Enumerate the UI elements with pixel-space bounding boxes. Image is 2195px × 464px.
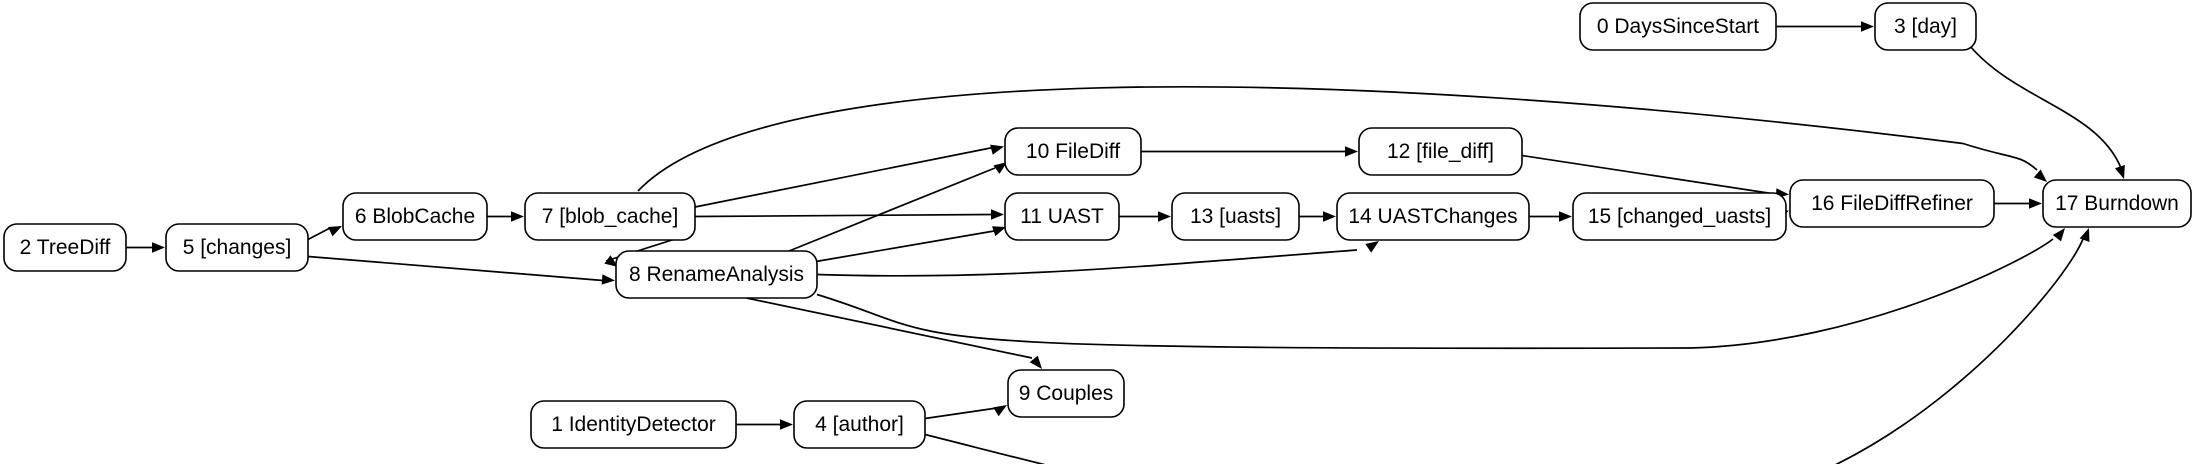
- graph-node-n17[interactable]: 17 Burndown: [2042, 179, 2192, 228]
- graph-node-n12[interactable]: 12 [file_diff]: [1358, 127, 1523, 176]
- node-label: 15 [changed_uasts]: [1588, 205, 1771, 228]
- graph-edge-e-12-16: [1521, 154, 1779, 196]
- graph-node-n0[interactable]: 0 DaysSinceStart: [1579, 2, 1777, 51]
- node-shape: [1874, 2, 1977, 51]
- graph-edge-e-7-17: [637, 85, 2038, 192]
- node-shape: [615, 250, 818, 299]
- graph-edge-e-8-9: [746, 297, 1033, 359]
- arrowhead-e-6-7: [511, 211, 524, 222]
- node-label: 8 RenameAnalysis: [629, 263, 804, 286]
- node-label: 11 UAST: [1020, 205, 1104, 228]
- graph-edge-e-3-17: [1969, 45, 2122, 169]
- node-shape: [793, 400, 926, 449]
- graph-node-n14[interactable]: 14 UASTChanges: [1336, 192, 1530, 241]
- node-shape: [1572, 192, 1787, 241]
- arrowhead-e-7-8: [604, 255, 618, 267]
- arrowhead-e-0-3: [1861, 21, 1874, 32]
- arrowhead-e-7-10: [990, 144, 1004, 155]
- node-shape: [1789, 179, 1995, 228]
- node-label: 0 DaysSinceStart: [1597, 15, 1759, 38]
- graph-edge-e-7-11: [694, 213, 993, 218]
- graph-node-n2[interactable]: 2 TreeDiff: [3, 223, 127, 272]
- node-shape: [165, 223, 309, 272]
- node-shape: [1579, 2, 1777, 51]
- arrowhead-e-4-17: [2079, 228, 2090, 242]
- arrowhead-e-11-13: [1158, 211, 1171, 222]
- graph-node-n9[interactable]: 9 Couples: [1007, 369, 1125, 418]
- nodes-layer: 0 DaysSinceStart 3 [day] 10 FileDiff 12 [fi…: [3, 2, 2192, 449]
- arrowhead-e-8-14: [1365, 241, 1379, 253]
- graph-node-n11[interactable]: 11 UAST: [1004, 192, 1120, 241]
- arrowhead-e-8-17: [2052, 228, 2065, 242]
- graph-edge-e-4-9: [924, 407, 998, 420]
- graph-node-n1[interactable]: 1 IdentityDetector: [530, 400, 737, 449]
- node-label: 16 FileDiffRefiner: [1811, 192, 1973, 215]
- node-label: 7 [blob_cache]: [542, 205, 679, 228]
- graph-node-n6[interactable]: 6 BlobCache: [342, 192, 488, 241]
- arrowhead-e-10-12: [1345, 146, 1358, 157]
- node-label: 6 BlobCache: [355, 205, 475, 228]
- node-label: 9 Couples: [1019, 382, 1114, 405]
- graph-node-n15[interactable]: 15 [changed_uasts]: [1572, 192, 1787, 241]
- arrowhead-e-5-6: [328, 226, 342, 237]
- node-shape: [342, 192, 488, 241]
- edges-layer: [126, 21, 2125, 464]
- arrowhead-e-2-5: [152, 242, 165, 253]
- arrowhead-e-14-15: [1559, 211, 1572, 222]
- arrowhead-e-16-17: [2029, 198, 2042, 209]
- graph-edge-e-5-6: [307, 227, 331, 241]
- arrowhead-e-7-11: [991, 209, 1004, 220]
- graph-edge-e-8-17: [816, 238, 2054, 350]
- node-label: 14 UASTChanges: [1348, 205, 1517, 228]
- node-shape: [1004, 192, 1120, 241]
- graph-node-n10[interactable]: 10 FileDiff: [1004, 127, 1142, 176]
- node-label: 13 [uasts]: [1190, 205, 1281, 228]
- node-shape: [1358, 127, 1523, 176]
- graph-node-n8[interactable]: 8 RenameAnalysis: [615, 250, 818, 299]
- node-label: 3 [day]: [1894, 15, 1957, 38]
- arrowhead-e-13-14: [1323, 211, 1336, 222]
- graph-node-n5[interactable]: 5 [changes]: [165, 223, 309, 272]
- graph-node-n13[interactable]: 13 [uasts]: [1171, 192, 1300, 241]
- node-shape: [1336, 192, 1530, 241]
- node-label: 2 TreeDiff: [20, 236, 111, 259]
- node-label: 10 FileDiff: [1026, 140, 1120, 163]
- arrowhead-e-1-4: [780, 419, 793, 430]
- graph-edge-e-8-11: [812, 230, 995, 263]
- node-shape: [524, 192, 696, 241]
- graph-edge-e-8-10: [788, 167, 996, 252]
- node-shape: [1171, 192, 1300, 241]
- node-shape: [530, 400, 737, 449]
- arrowhead-e-8-9: [1029, 355, 1042, 369]
- node-label: 4 [author]: [815, 413, 904, 436]
- node-label: 17 Burndown: [2055, 192, 2179, 215]
- graph-edge-e-5-8: [307, 255, 604, 282]
- node-shape: [3, 223, 127, 272]
- node-shape: [1004, 127, 1142, 176]
- graph-edge-e-8-14: [816, 249, 1358, 277]
- node-shape: [2042, 179, 2192, 228]
- graph-node-n4[interactable]: 4 [author]: [793, 400, 926, 449]
- arrowhead-e-8-11: [992, 226, 1006, 237]
- node-label: 12 [file_diff]: [1387, 140, 1494, 163]
- graph-edge-e-4-17: [924, 238, 2084, 464]
- graph-edge-e-7-10: [694, 146, 994, 208]
- graph-node-n7[interactable]: 7 [blob_cache]: [524, 192, 696, 241]
- arrowhead-e-5-8: [601, 274, 615, 285]
- arrowhead-e-3-17: [2114, 165, 2125, 179]
- arrowhead-e-4-9: [993, 405, 1007, 417]
- node-label: 1 IdentityDetector: [551, 413, 716, 436]
- arrowhead-e-7-17: [2033, 169, 2047, 182]
- node-shape: [1007, 369, 1125, 418]
- graph-node-n3[interactable]: 3 [day]: [1874, 2, 1977, 51]
- node-label: 5 [changes]: [183, 236, 292, 259]
- graph-node-n16[interactable]: 16 FileDiffRefiner: [1789, 179, 1995, 228]
- arrowhead-e-8-10: [993, 162, 1007, 174]
